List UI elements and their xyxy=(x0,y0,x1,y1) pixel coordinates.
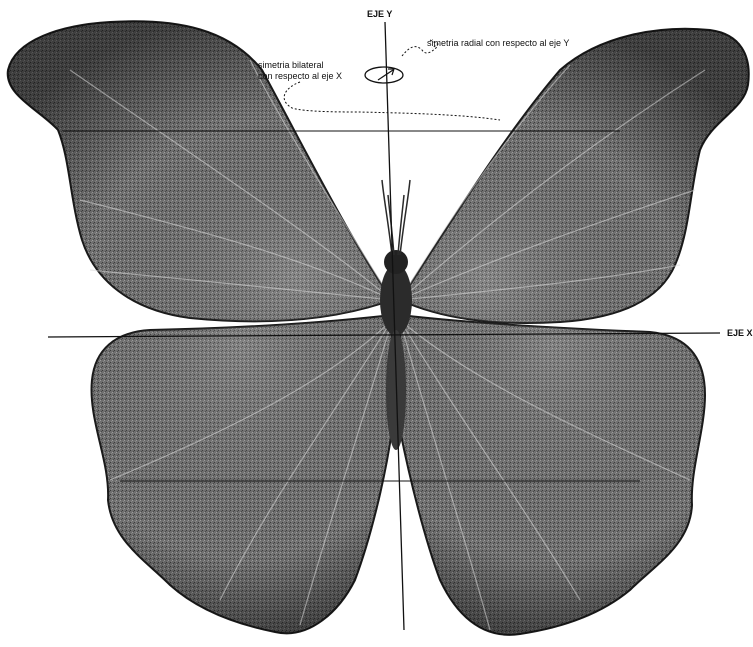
antennae xyxy=(382,180,410,255)
radial-symmetry-label: simetria radial con respecto al eje Y xyxy=(427,38,569,49)
lower-left-wing xyxy=(92,315,392,633)
bilateral-symmetry-label: simetria bilateral con respecto al eje X xyxy=(258,60,342,82)
rotation-ellipse-icon xyxy=(365,67,403,83)
bilateral-symmetry-line-1: simetria bilateral xyxy=(258,60,342,71)
upper-right-wing xyxy=(400,29,749,323)
x-axis-label: EJE X xyxy=(727,328,753,339)
bilateral-symmetry-line-2: con respecto al eje X xyxy=(258,71,342,82)
y-axis-label: EJE Y xyxy=(367,9,392,20)
lower-right-wing xyxy=(400,315,705,635)
